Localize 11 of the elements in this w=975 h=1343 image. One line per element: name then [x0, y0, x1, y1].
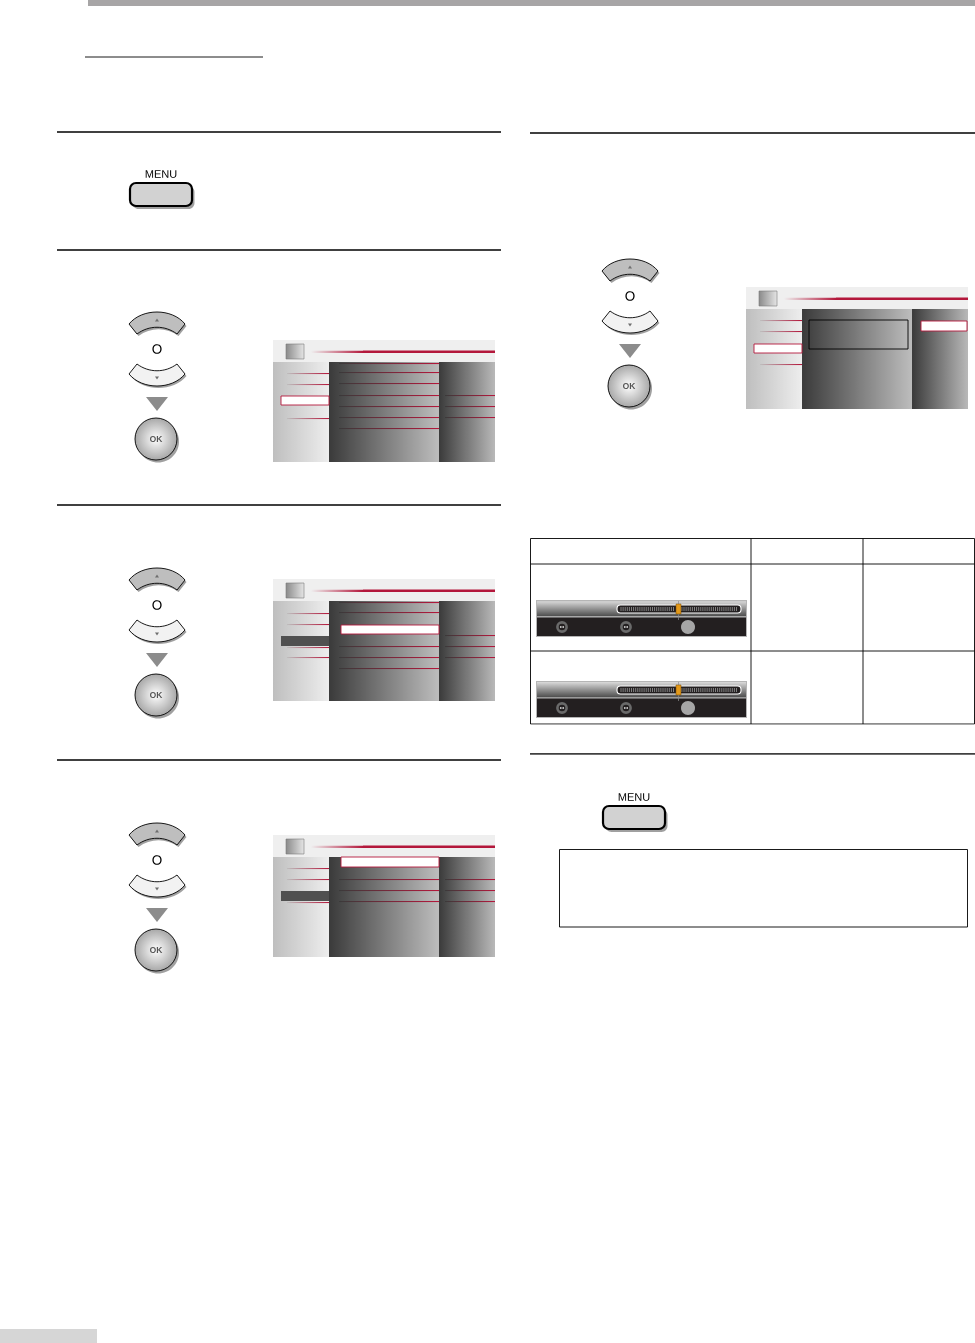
text-label: O [152, 600, 162, 610]
text-label: O [152, 855, 162, 865]
ok-button: OK [134, 673, 179, 719]
button-label: MENU [618, 793, 650, 801]
button-label: MENU [145, 170, 177, 178]
text-label: O [152, 344, 162, 354]
ok-button: OK [134, 928, 179, 974]
text-label: O [625, 291, 635, 301]
ok-button: OK [607, 364, 652, 410]
note-box [559, 849, 968, 928]
ok-button: OK [134, 417, 179, 463]
